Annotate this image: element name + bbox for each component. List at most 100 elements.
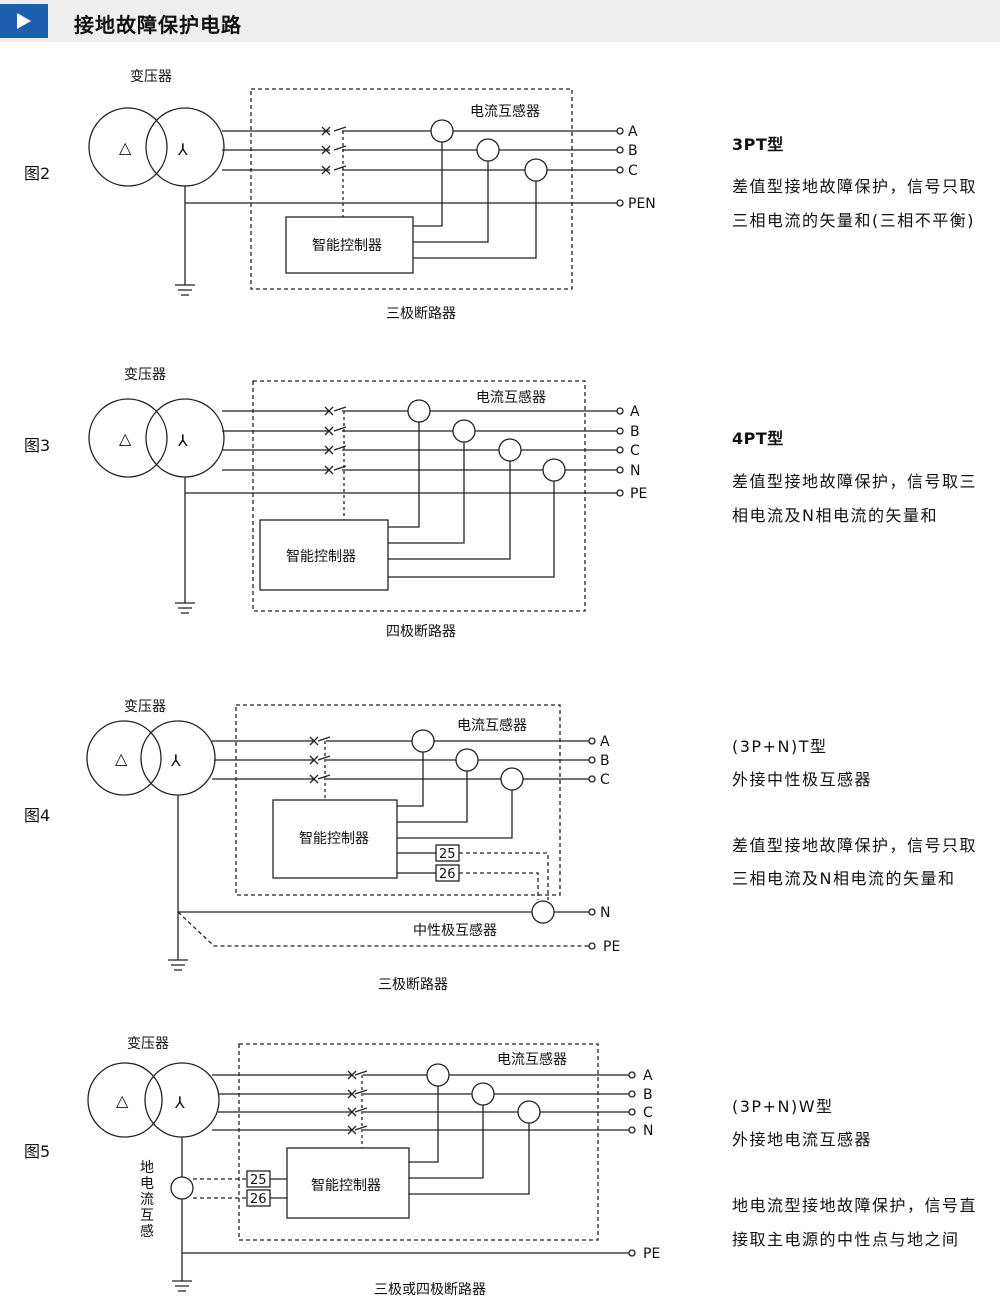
fig2-ct-label: 电流互感器 [470, 103, 540, 120]
fig5-line-c [218, 1107, 630, 1113]
fig3-controller-box [259, 519, 389, 591]
fig4-label-b: B [600, 753, 610, 769]
fig5-type: (3P+N)W型 [732, 1097, 834, 1116]
section-header: 接地故障保护电路 [0, 0, 1000, 42]
fig2-ground-symbol [175, 284, 195, 296]
fig5-label-a: A [643, 1068, 653, 1084]
fig2-terminal-a [616, 127, 624, 135]
fig5-ct-c [517, 1100, 541, 1124]
fig5-label-n: N [643, 1123, 653, 1139]
fig5-line-a [212, 1070, 630, 1076]
fig5-controller-label: 智能控制器 [311, 1178, 381, 1194]
fig4-delta-symbol: △ [115, 749, 128, 768]
fig4-controller-box [272, 799, 398, 879]
fig2-line-b [222, 145, 618, 151]
fig5-transformer-label: 变压器 [127, 1036, 169, 1052]
fig4-ct-a [411, 729, 435, 753]
fig4-breaker-x-marks [309, 736, 319, 784]
fig3-label: 图3 [24, 436, 51, 455]
fig5-terminal-c [628, 1108, 636, 1116]
fig3-type: 4PT型 [732, 429, 784, 448]
fig5-ground-ct-label: 地 电 流 互 感 [140, 1160, 158, 1240]
fig3-ct-a [407, 399, 431, 423]
fig4-terminal-c [588, 775, 596, 783]
fig5-terminal-26-label: 26 [250, 1192, 267, 1207]
fig4-terminal-26-label: 26 [439, 867, 456, 882]
fig2-terminal-b [616, 146, 624, 154]
fig2-transformer-primary [88, 107, 168, 187]
fig5-ground-ct-wires [193, 1178, 247, 1199]
fig4-terminal-pe [588, 942, 596, 950]
fig4-desc-line2: 三相电流及N相电流的矢量和 [732, 869, 956, 888]
fig4-terminal-b [588, 756, 596, 764]
fig5-ct-label: 电流互感器 [497, 1051, 567, 1068]
fig4-breaker-label: 三极断路器 [378, 977, 448, 993]
fig3-ct-c [498, 438, 522, 462]
fig5-ct-b [471, 1082, 495, 1106]
fig4-terminal-n [588, 908, 596, 916]
fig2-transformer-label: 变压器 [130, 69, 172, 85]
fig5-desc-line2: 接取主电源的中性点与地之间 [732, 1230, 960, 1249]
fig5-wye-symbol: ⅄ [174, 1093, 185, 1112]
fig4-neutral-ct-wires [459, 852, 549, 900]
fig4-desc-line1: 差值型接地故障保护，信号只取 [732, 836, 978, 855]
fig5-label-c: C [643, 1105, 653, 1121]
fig5-sub: 外接地电流互感器 [732, 1130, 873, 1149]
fig3-line-c [222, 445, 618, 451]
fig4-label-a: A [600, 734, 610, 750]
fig5-ground-ct-label-5: 感 [140, 1223, 154, 1240]
fig2-wye-symbol: ⅄ [177, 140, 188, 159]
fig2-ct-wires [413, 142, 537, 259]
fig4-ct-label: 电流互感器 [457, 717, 527, 734]
fig4-transformer-primary [86, 720, 162, 796]
fig3-wye-symbol: ⅄ [177, 431, 188, 450]
fig3-desc-line2: 相电流及N相电流的矢量和 [732, 506, 938, 525]
section-title: 接地故障保护电路 [74, 13, 242, 37]
fig4-neutral-ct-label: 中性极互感器 [413, 922, 497, 939]
fig5-label-b: B [643, 1087, 653, 1103]
fig4-type: (3P+N)T型 [732, 737, 828, 756]
fig2-label: 图2 [24, 164, 51, 183]
fig3-terminal-c [616, 446, 624, 454]
fig3-diagram: 变压器 △ ⅄ 电流互感器 智能控制器 A B C N PE 四极断路器 [88, 367, 647, 640]
fig3-ground-symbol [175, 602, 195, 614]
fig2-breaker-box [250, 88, 573, 290]
fig4-ground-symbol [168, 959, 188, 971]
fig5-line-n [212, 1125, 630, 1131]
fig3-label-n: N [630, 463, 640, 479]
fig4-pe-line [177, 911, 590, 947]
circuit-diagrams: 变压器 △ ⅄ 电流互感器 智能控制器 A B C PE N 三极断路器 变压器 [86, 69, 660, 1298]
fig2-desc-line2: 三相电流的矢量和(三相不平衡) [732, 211, 975, 230]
fig2-ct-a [430, 119, 454, 143]
fig4-breaker-box [235, 704, 561, 896]
fig2-label-a: A [628, 124, 638, 140]
fig4-neutral-ct [531, 900, 555, 924]
fig4-terminal-leads [397, 852, 436, 874]
fig5-breaker-x-marks [347, 1070, 357, 1135]
fig3-line-b [222, 426, 618, 432]
fig3-breaker-label: 四极断路器 [386, 624, 456, 640]
fig5-ground-ct-label-1: 地 [140, 1160, 154, 1176]
fig2-line-c [222, 165, 618, 171]
fig3-ct-wires [388, 422, 555, 578]
fig5-controller-box [286, 1147, 410, 1219]
fig5-ground-symbol [172, 1280, 192, 1292]
fig5-breaker-label: 三极或四极断路器 [374, 1282, 486, 1298]
fig4-line-c [212, 774, 590, 780]
fig3-terminal-pe [616, 489, 624, 497]
fig5-pe-line [181, 1137, 630, 1281]
fig2-terminal-c [616, 166, 624, 174]
fig3-controller-label: 智能控制器 [286, 549, 356, 565]
fig3-breaker-x-marks [324, 406, 334, 475]
fig2-terminal-pen [616, 199, 624, 207]
fig3-breaker-box [252, 380, 586, 612]
fig5-ground-ct [170, 1176, 194, 1200]
fig3-ct-b [452, 419, 476, 443]
play-arrow-icon [0, 4, 48, 38]
fig3-label-pe: PE [630, 486, 647, 502]
fig4-ct-wires [397, 752, 513, 839]
fig4-label: 图4 [24, 806, 51, 825]
fig4-sub: 外接中性极互感器 [732, 770, 873, 789]
fig5-ground-ct-label-3: 流 [140, 1192, 154, 1208]
fig2-breaker-x-marks [321, 126, 331, 175]
